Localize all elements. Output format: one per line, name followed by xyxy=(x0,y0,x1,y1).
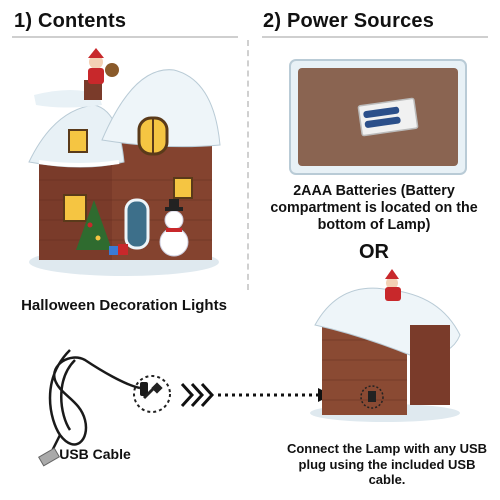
usb-port-house-image xyxy=(310,269,461,422)
contents-heading-rule xyxy=(12,36,238,38)
or-label: OR xyxy=(359,241,389,263)
house-image xyxy=(28,48,221,276)
battery-compartment-image xyxy=(289,59,467,175)
plug-highlight-icon xyxy=(133,375,171,413)
direction-arrow-icon xyxy=(180,382,332,408)
power-sources-heading: 2) Power Sources xyxy=(263,10,435,32)
power-sources-heading-rule xyxy=(262,36,488,38)
contents-heading: 1) Contents xyxy=(14,10,127,32)
usb-cable-image xyxy=(38,349,148,467)
connect-caption: Connect the Lamp with any USB plug using… xyxy=(286,441,488,488)
battery-caption: 2AAA Batteries (Battery compartment is l… xyxy=(270,183,478,234)
usb-cable-caption: USB Cable xyxy=(59,446,131,462)
product-caption: Halloween Decoration Lights xyxy=(21,297,227,314)
section-divider xyxy=(247,40,249,290)
